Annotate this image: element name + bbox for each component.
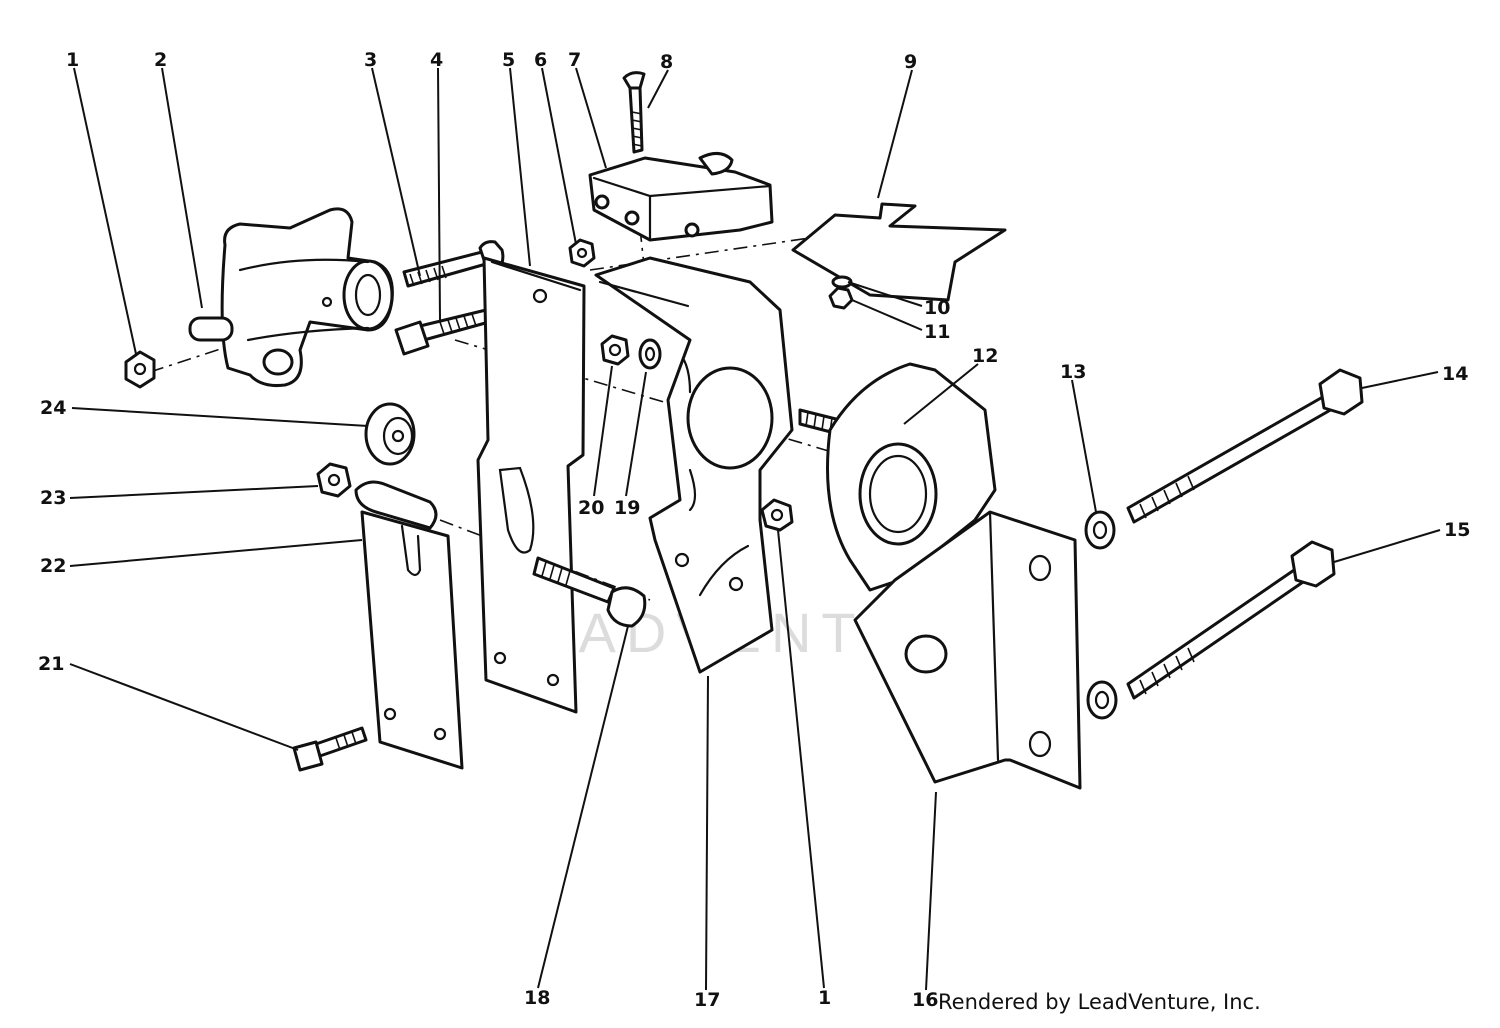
callout-16: 16 xyxy=(912,989,938,1011)
callout-12: 12 xyxy=(972,345,998,367)
part-18-bolt xyxy=(532,556,647,628)
part-9-cover-plate xyxy=(791,202,1007,302)
callout-15: 15 xyxy=(1444,519,1470,541)
callout-24: 24 xyxy=(40,397,66,419)
callout-2: 2 xyxy=(154,49,167,71)
callout-18: 18 xyxy=(524,987,550,1009)
part-7-switch xyxy=(588,152,774,242)
part-22-lever-plate xyxy=(354,480,464,770)
callout-23: 23 xyxy=(40,487,66,509)
credit-text: Rendered by LeadVenture, Inc. xyxy=(938,990,1261,1014)
part-16-mounting-plate xyxy=(826,362,1082,790)
part-2-pivot-bracket xyxy=(188,207,394,387)
part-15-long-bolt xyxy=(1126,540,1336,700)
callout-13: 13 xyxy=(1060,361,1086,383)
callout-22: 22 xyxy=(40,555,66,577)
part-20-nut xyxy=(600,334,630,366)
callout-20: 20 xyxy=(578,497,604,519)
callout-21: 21 xyxy=(38,653,64,675)
part-1-nut-center xyxy=(760,498,794,532)
part-6-nut xyxy=(568,238,596,268)
callout-6: 6 xyxy=(534,49,547,71)
callout-17: 17 xyxy=(694,989,720,1011)
callout-labels: 1 2 3 4 5 6 7 8 9 10 11 12 13 14 15 16 1… xyxy=(38,49,1470,1011)
part-21-bolt xyxy=(292,726,368,772)
part-17-main-bracket xyxy=(594,256,794,674)
part-24-bearing xyxy=(364,402,416,466)
callout-10: 10 xyxy=(924,297,950,319)
callout-4: 4 xyxy=(430,49,443,71)
part-19-washer xyxy=(638,338,662,370)
part-11-nut xyxy=(828,286,854,310)
callout-9: 9 xyxy=(904,51,917,73)
part-13-washer xyxy=(1084,510,1118,720)
part-5-plate xyxy=(476,256,586,714)
callout-1-top: 1 xyxy=(66,49,79,71)
part-8-screw xyxy=(622,71,646,154)
callout-14: 14 xyxy=(1442,363,1468,385)
callout-7: 7 xyxy=(568,49,581,71)
callout-11: 11 xyxy=(924,321,950,343)
part-14-long-bolt xyxy=(1126,368,1364,524)
callout-19: 19 xyxy=(614,497,640,519)
part-23-nut xyxy=(316,462,352,498)
callout-1-bottom: 1 xyxy=(818,987,831,1009)
part-1-nut xyxy=(124,350,156,389)
callout-8: 8 xyxy=(660,51,673,73)
leader-lines xyxy=(69,67,1441,991)
callout-3: 3 xyxy=(364,49,377,71)
callout-5: 5 xyxy=(502,49,515,71)
part-4-bolt xyxy=(394,308,491,356)
